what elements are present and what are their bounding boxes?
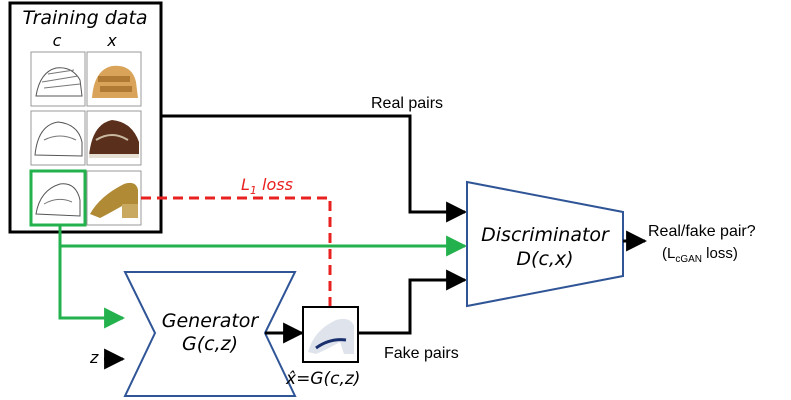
sandal-photo-image	[86, 51, 142, 107]
fake-pairs-label: Fake pairs	[384, 345, 459, 362]
output-question: Real/fake pair?	[648, 223, 756, 240]
generated-output-label: x̂=G(c,z)	[285, 369, 360, 389]
output-loss-label: (LcGAN loss)	[662, 245, 738, 265]
real-pairs-label: Real pairs	[371, 95, 443, 112]
column-x-label: x	[106, 31, 117, 50]
heel-sketch-image	[31, 171, 85, 225]
generated-image	[302, 306, 359, 363]
fake-pairs-arrow	[358, 269, 468, 335]
loafer-photo-image	[86, 110, 142, 166]
training-data-box: Training data c x	[8, 1, 163, 234]
training-data-title: Training data	[22, 7, 147, 29]
discriminator-name: Discriminator	[481, 224, 610, 246]
l1-loss-line	[141, 196, 332, 307]
condition-to-generator-arrow	[58, 246, 126, 329]
column-c-label: c	[53, 31, 62, 50]
selected-sketch-highlight	[29, 169, 87, 227]
discriminator-block	[466, 180, 624, 308]
generator-function: G(c,z)	[182, 333, 238, 355]
real-pairs-arrow	[161, 114, 468, 223]
generator-name: Generator	[162, 310, 260, 332]
generator-block	[123, 271, 297, 397]
discriminator-function: D(c,x)	[516, 248, 573, 270]
z-input-label: z	[89, 348, 99, 367]
loafer-sketch-image	[30, 110, 86, 166]
heel-photo-image	[86, 170, 142, 226]
l1-loss-label: L1 loss	[241, 175, 293, 197]
sandal-sketch-image	[30, 51, 86, 107]
